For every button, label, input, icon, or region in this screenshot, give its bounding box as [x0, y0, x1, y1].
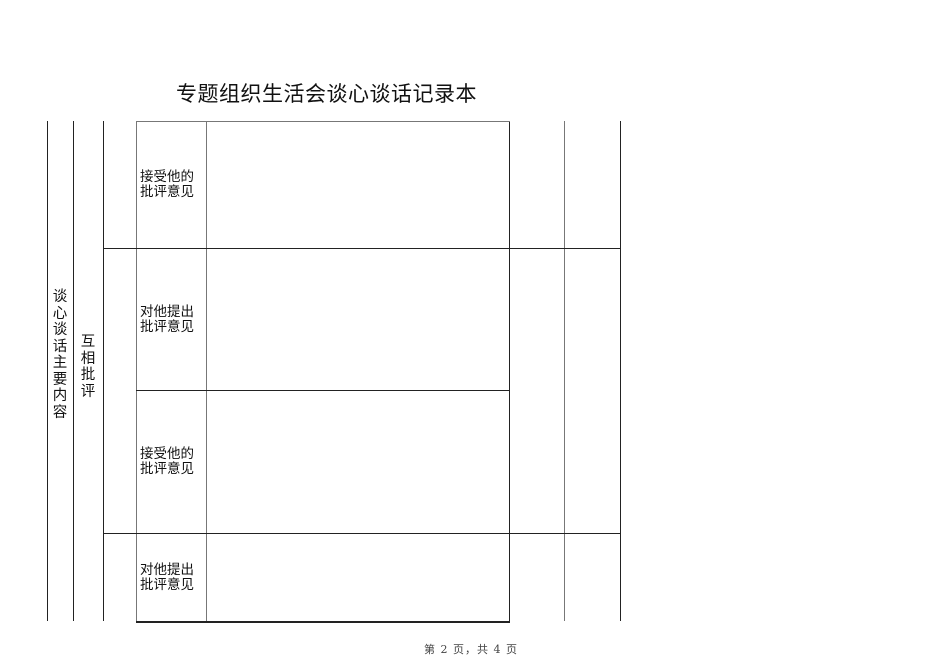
grid-line [206, 121, 207, 622]
page-footer: 第 2 页，共 4 页 [424, 643, 518, 656]
content-cell[interactable] [207, 122, 509, 248]
content-cell[interactable] [207, 391, 509, 533]
grid-line [136, 390, 510, 391]
row-label: 接受他的批评意见 [140, 169, 194, 200]
subsection-label: 互相批评 [80, 334, 96, 400]
row-label: 接受他的批评意见 [140, 446, 194, 477]
row-label: 对他提出批评意见 [140, 562, 194, 593]
row-label: 对他提出批评意见 [140, 304, 194, 335]
content-cell[interactable] [207, 534, 509, 621]
grid-line [136, 621, 510, 623]
grid-line [136, 121, 510, 122]
grid-line [73, 121, 74, 621]
grid-line [620, 121, 621, 621]
grid-line [564, 121, 565, 621]
document-title: 专题组织生活会谈心谈话记录本 [176, 82, 477, 106]
grid-line [103, 121, 104, 621]
grid-line [103, 533, 621, 534]
grid-line [103, 248, 621, 249]
grid-line [136, 121, 137, 622]
grid-line [509, 121, 510, 622]
content-cell[interactable] [207, 249, 509, 390]
section-label: 谈心谈话主要内容 [52, 289, 68, 421]
grid-line [47, 121, 48, 621]
